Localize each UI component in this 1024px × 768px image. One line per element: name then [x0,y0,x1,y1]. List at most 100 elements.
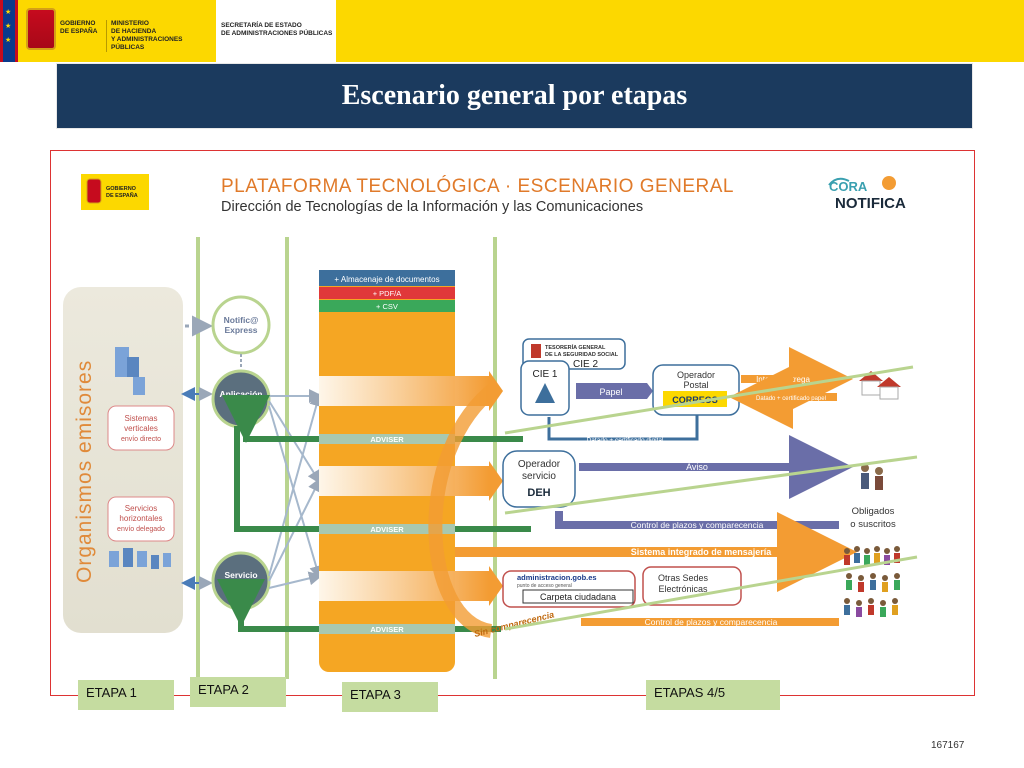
storage-item-2: + PDF/A [373,289,402,298]
intento-entrega-label: Intento entrega [756,375,810,384]
aviso-label: Aviso [686,462,708,472]
secretaria-line-1: SECRETARÍA DE ESTADO [221,22,302,29]
page-number: 167167 [931,740,965,751]
sistemas-line-2: verticales [124,424,158,433]
correos-label: CORREOS [672,395,718,405]
aplicacion-line-2: web [232,400,250,410]
envelope-icon [882,176,896,190]
datado-digital-label: Datado + certificado digital [587,437,664,444]
gov-line-2: DE ESPAÑA [60,28,98,35]
diagonal-line-1 [504,365,914,435]
deh-label: DEH [527,487,550,499]
control-plazos-label-1: Control de plazos y comparecencia [631,520,764,530]
cora-logo: CORA [829,179,868,194]
aplicacion-line-1: Aplicación [220,389,263,399]
notifica-express-node [211,295,271,355]
envio-delegado: envío delegado [117,526,165,533]
adviser-label-2: ADVISER [370,525,404,534]
administracion-label: administracion.gob.es [517,573,597,582]
etapa-3-line [493,237,497,679]
ministry-line-2: DE HACIENDA [111,28,157,35]
tesoreria-line-1: TESORERÍA GENERAL [545,343,606,351]
operador-postal-line-1: Operador [677,370,715,380]
adviser-band-1 [319,434,455,444]
servicio-line-1: Servicio [224,570,257,580]
tesoreria-logo-icon [531,344,541,358]
etapa-1-label: ETAPA 1 [78,680,174,710]
etapa-1-line [196,237,200,679]
fade-arrow-1 [319,376,489,406]
adviser-band-2 [319,524,455,534]
operador-servicio-line-2: servicio [522,471,556,482]
operador-postal-line-2: Postal [683,380,708,390]
platform-subtitle: Dirección de Tecnologías de la Informaci… [221,199,643,215]
diagram-gov-line-2: DE ESPAÑA [106,192,138,199]
storage-item-3: + CSV [376,302,398,311]
tesoreria-line-2: DE LA SEGURIDAD SOCIAL [545,352,619,358]
envio-directo: envío directo [121,436,161,443]
fade-arrowhead-2 [489,461,503,501]
punto-acceso-label: punto de acceso general [517,583,572,589]
sin-comparecencia-curve [428,381,501,638]
otras-sedes-box [642,566,742,606]
etapa-3-label: ETAPA 3 [342,682,438,712]
servicios-line-1: Servicios [125,504,157,513]
storage-header-3 [319,300,455,312]
ministry-line-3: Y ADMINISTRACIONES PÚBLICAS [111,36,183,51]
papel-label: Papel [599,387,622,397]
papel-arrow [576,383,653,399]
obligados-line-1: Obligados [852,506,895,517]
express-line-1: Notific@ [224,315,259,325]
adviser-label-1: ADVISER [370,435,404,444]
express-line-2: Express [224,325,257,335]
control-plazos-label-2: Control de plazos y comparecencia [645,617,778,627]
houses-icon [859,371,901,400]
servicios-line-2: horizontales [119,514,162,523]
fade-arrow-3 [319,571,489,601]
eu-flag-icon: ★ ★ ★ [0,0,18,62]
slide-title: Escenario general por etapas [341,80,688,111]
diagram-frame: GOBIERNO DE ESPAÑA PLATAFORMA TECNOLÓGIC… [50,150,975,696]
operador-servicio-line-1: Operador [518,459,561,470]
organismos-label: Organismos emisores [73,360,96,583]
fade-arrow-2 [319,466,489,496]
servicio-line-2: web [232,581,250,591]
crowd-icon [844,546,900,617]
otras-sedes-line-2: Electrónicas [658,584,708,594]
adviser-band-3 [319,624,455,634]
aplicacion-web-node[interactable] [211,369,271,429]
diagram-coat-icon [86,178,102,204]
sistemas-verticales-box [107,405,175,451]
mensajeria-label: Sistema integrado de mensajería [631,547,773,557]
correos-logo [663,391,727,407]
diagonal-line-3 [504,555,918,631]
datado-digital-line [547,415,699,441]
cora-arc-icon [828,177,850,186]
agencia-tributaria-icon [535,383,555,403]
coat-of-arms-icon [26,8,56,50]
otras-sedes-line-1: Otras Sedes [658,573,709,583]
carpeta-ciudadana-label: Carpeta ciudadana [540,592,616,602]
fade-arrowhead-3 [489,566,503,606]
obligados-people-icon [861,464,883,490]
storage-item-1: + Almacenaje de documentos [334,275,439,284]
cie2-label: CIE 2 [573,359,598,370]
etapa-2-line [285,237,289,679]
carpeta-ciudadana-box[interactable] [522,589,634,604]
diagonal-line-2 [504,455,918,515]
cie1-label: CIE 1 [532,369,557,380]
buildings-small-icon [109,548,171,569]
slide-title-bar: Escenario general por etapas [56,63,973,129]
notifica-logo: NOTIFICA [835,195,906,212]
datado-papel-label: Datado + certificado papel [756,396,826,402]
gov-line-1: GOBIERNO [60,20,96,27]
adviser-label-3: ADVISER [370,625,404,634]
ministry-line-1: MINISTERIO [111,20,149,27]
platform-title: PLATAFORMA TECNOLÓGICA · ESCENARIO GENER… [221,175,734,197]
storage-header-1 [319,270,455,286]
obligados-line-2: o suscritos [850,519,896,530]
control-plazos-arrow-1 [555,511,839,529]
buildings-icon [115,347,145,395]
servicios-horizontales-box [107,496,175,542]
diagram-svg: GOBIERNO DE ESPAÑA PLATAFORMA TECNOLÓGIC… [63,174,918,679]
